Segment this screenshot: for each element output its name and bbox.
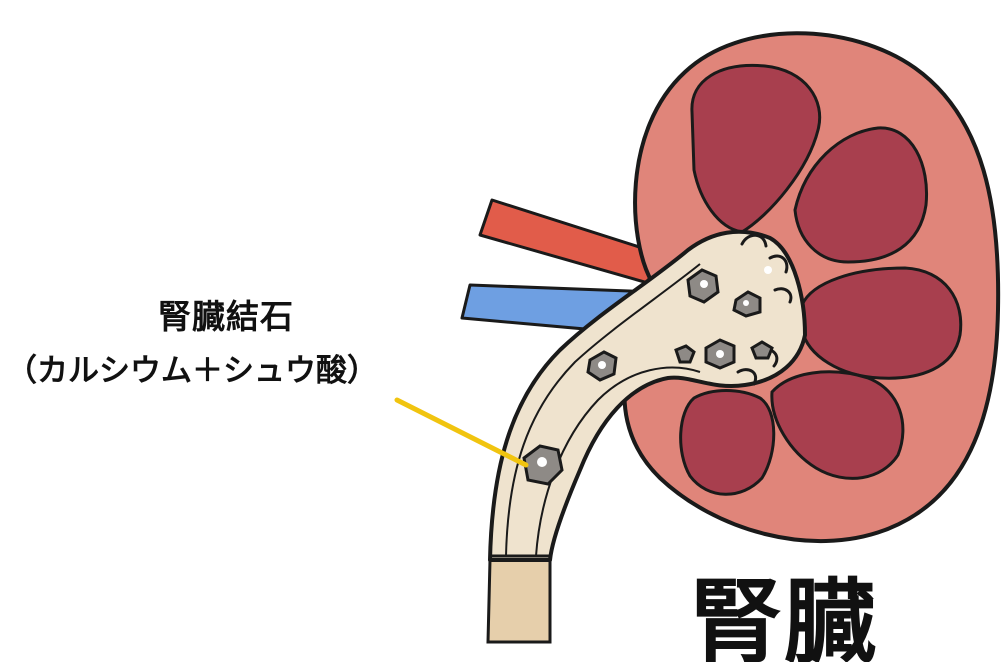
ureter-inner-wall-right <box>535 366 701 557</box>
pyramid-2 <box>793 126 929 264</box>
ureter-inner-wall <box>505 263 701 557</box>
renal-artery <box>478 198 657 285</box>
stone-composition-label: （カルシウム＋シュウ酸） <box>6 353 378 389</box>
pyramid-1 <box>690 63 822 234</box>
stone-6 <box>750 340 774 360</box>
ureter-lower <box>486 558 552 644</box>
stone-name-label: 腎臓結石 <box>158 297 294 336</box>
renal-pelvis-ureter <box>488 229 807 562</box>
stone-4 <box>674 344 696 364</box>
pyramid-3 <box>800 266 963 380</box>
pyramid-5 <box>679 389 776 496</box>
stone-highlights <box>537 266 772 467</box>
pyramid-4 <box>770 370 905 480</box>
organ-title: 腎臓 <box>690 569 879 662</box>
medullary-pyramids <box>679 63 963 496</box>
pointer-line <box>394 397 529 468</box>
